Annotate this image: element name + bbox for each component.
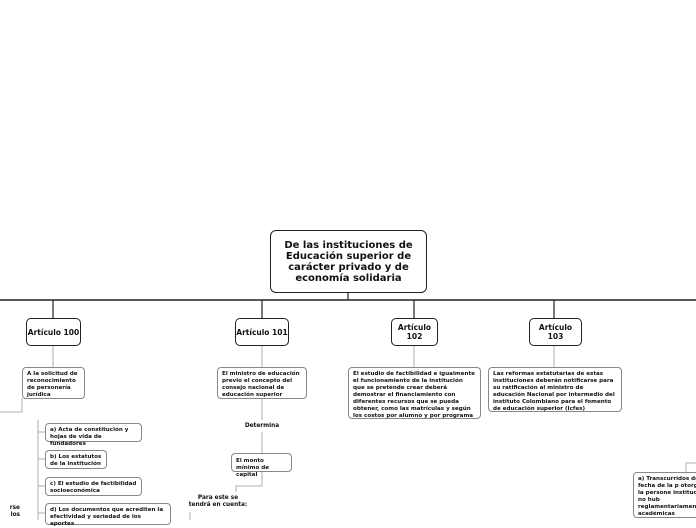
art100-partial-label: rse los: [9, 505, 20, 518]
article-102-description[interactable]: El estudio de factibilidad e igualmente …: [348, 367, 481, 419]
art100-item-c[interactable]: c) El estudio de factibilidad socioeconó…: [45, 477, 142, 496]
article-102-node[interactable]: Artículo 102: [391, 318, 438, 346]
article-101-description[interactable]: El ministro de educación previo el conce…: [217, 367, 307, 399]
art101-determina[interactable]: Determina: [244, 423, 280, 429]
art100-item-a[interactable]: a) Acta de constitución y hojas de vida …: [45, 423, 142, 447]
root-topic[interactable]: De las instituciones de Educación superi…: [270, 230, 427, 293]
art100-left-connector: [0, 398, 23, 413]
right-partial-box[interactable]: a) Transcurridos de la fecha de la p oto…: [633, 472, 696, 518]
article-100-description[interactable]: A la solicitud de reconocimiento de pers…: [22, 367, 85, 399]
art101-monto-minimo[interactable]: El monto mínimo de capital: [231, 453, 292, 478]
art100-item-d[interactable]: d) Los documentos que acrediten la efect…: [45, 503, 171, 527]
article-103-description[interactable]: Las reformas estatutarias de estas insti…: [488, 367, 622, 412]
art101-para-este[interactable]: Para este se tendrá en cuenta:: [188, 495, 248, 508]
article-100-node[interactable]: Artículo 100: [26, 318, 81, 346]
article-101-node[interactable]: Artículo 101: [235, 318, 289, 346]
article-103-node[interactable]: Artículo 103: [529, 318, 582, 346]
art100-item-b[interactable]: b) Los estatutos de la institución: [45, 450, 107, 469]
